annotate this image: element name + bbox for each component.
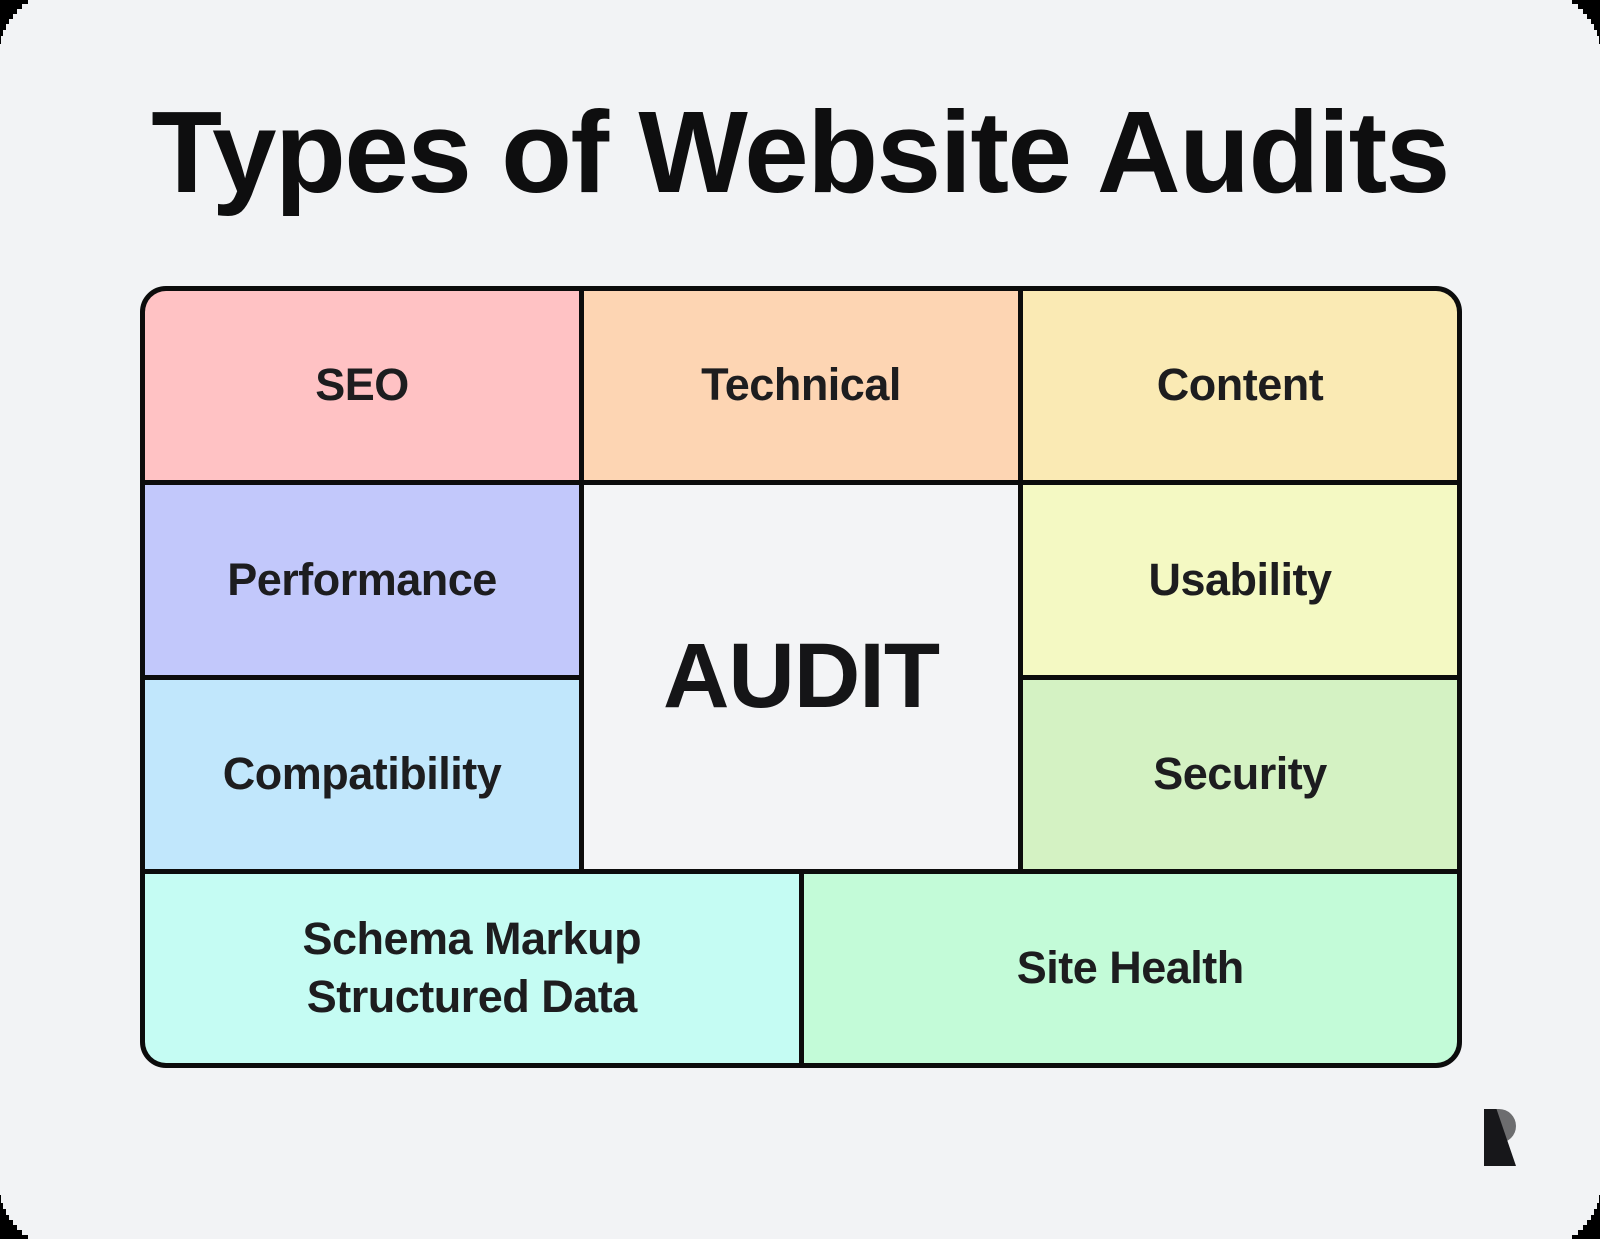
cell-content: Content: [1023, 291, 1457, 481]
cell-audit-label: AUDIT: [662, 625, 940, 728]
cell-site-health-label: Site Health: [1016, 942, 1245, 994]
cell-seo-label: SEO: [315, 359, 409, 411]
cell-schema-markup: Schema Markup Structured Data: [145, 873, 799, 1063]
cell-security-label: Security: [1153, 747, 1327, 799]
page-title: Types of Website Audits: [151, 87, 1450, 217]
cell-compatibility-label: Compatibility: [222, 747, 502, 799]
page-corner-bottom-right: [1570, 1195, 1600, 1239]
cell-content-label: Content: [1156, 359, 1324, 411]
page-corner-top-right: [1570, 0, 1600, 44]
cell-schema-label-line2: Structured Data: [306, 971, 638, 1023]
page-corner-bottom-left: [0, 1195, 30, 1239]
page-corner-top-left: [0, 0, 30, 44]
r-monogram-icon: [1484, 1109, 1516, 1166]
cell-technical: Technical: [584, 291, 1018, 481]
audit-types-grid: SEO Technical Content Performance AUDIT …: [140, 286, 1462, 1068]
brand-logo: [1484, 1109, 1517, 1166]
cell-performance-label: Performance: [227, 553, 497, 605]
cell-performance: Performance: [145, 485, 579, 675]
cell-usability: Usability: [1023, 485, 1457, 675]
cell-site-health: Site Health: [803, 873, 1457, 1063]
cell-compatibility: Compatibility: [145, 679, 579, 869]
cell-schema-label-line1: Schema Markup: [302, 912, 642, 964]
cell-audit-center: AUDIT: [584, 485, 1018, 869]
cell-usability-label: Usability: [1148, 553, 1332, 605]
cell-security: Security: [1023, 679, 1457, 869]
cell-seo: SEO: [145, 291, 579, 481]
cell-technical-label: Technical: [701, 359, 901, 411]
